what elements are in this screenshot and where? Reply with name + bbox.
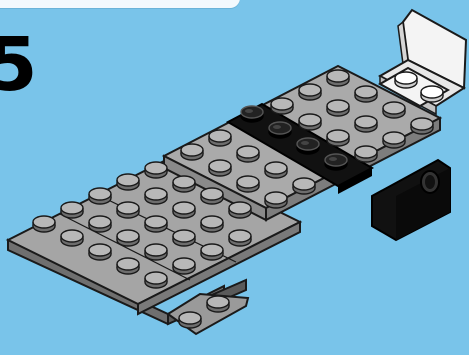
black-bracket-block [372,160,450,240]
